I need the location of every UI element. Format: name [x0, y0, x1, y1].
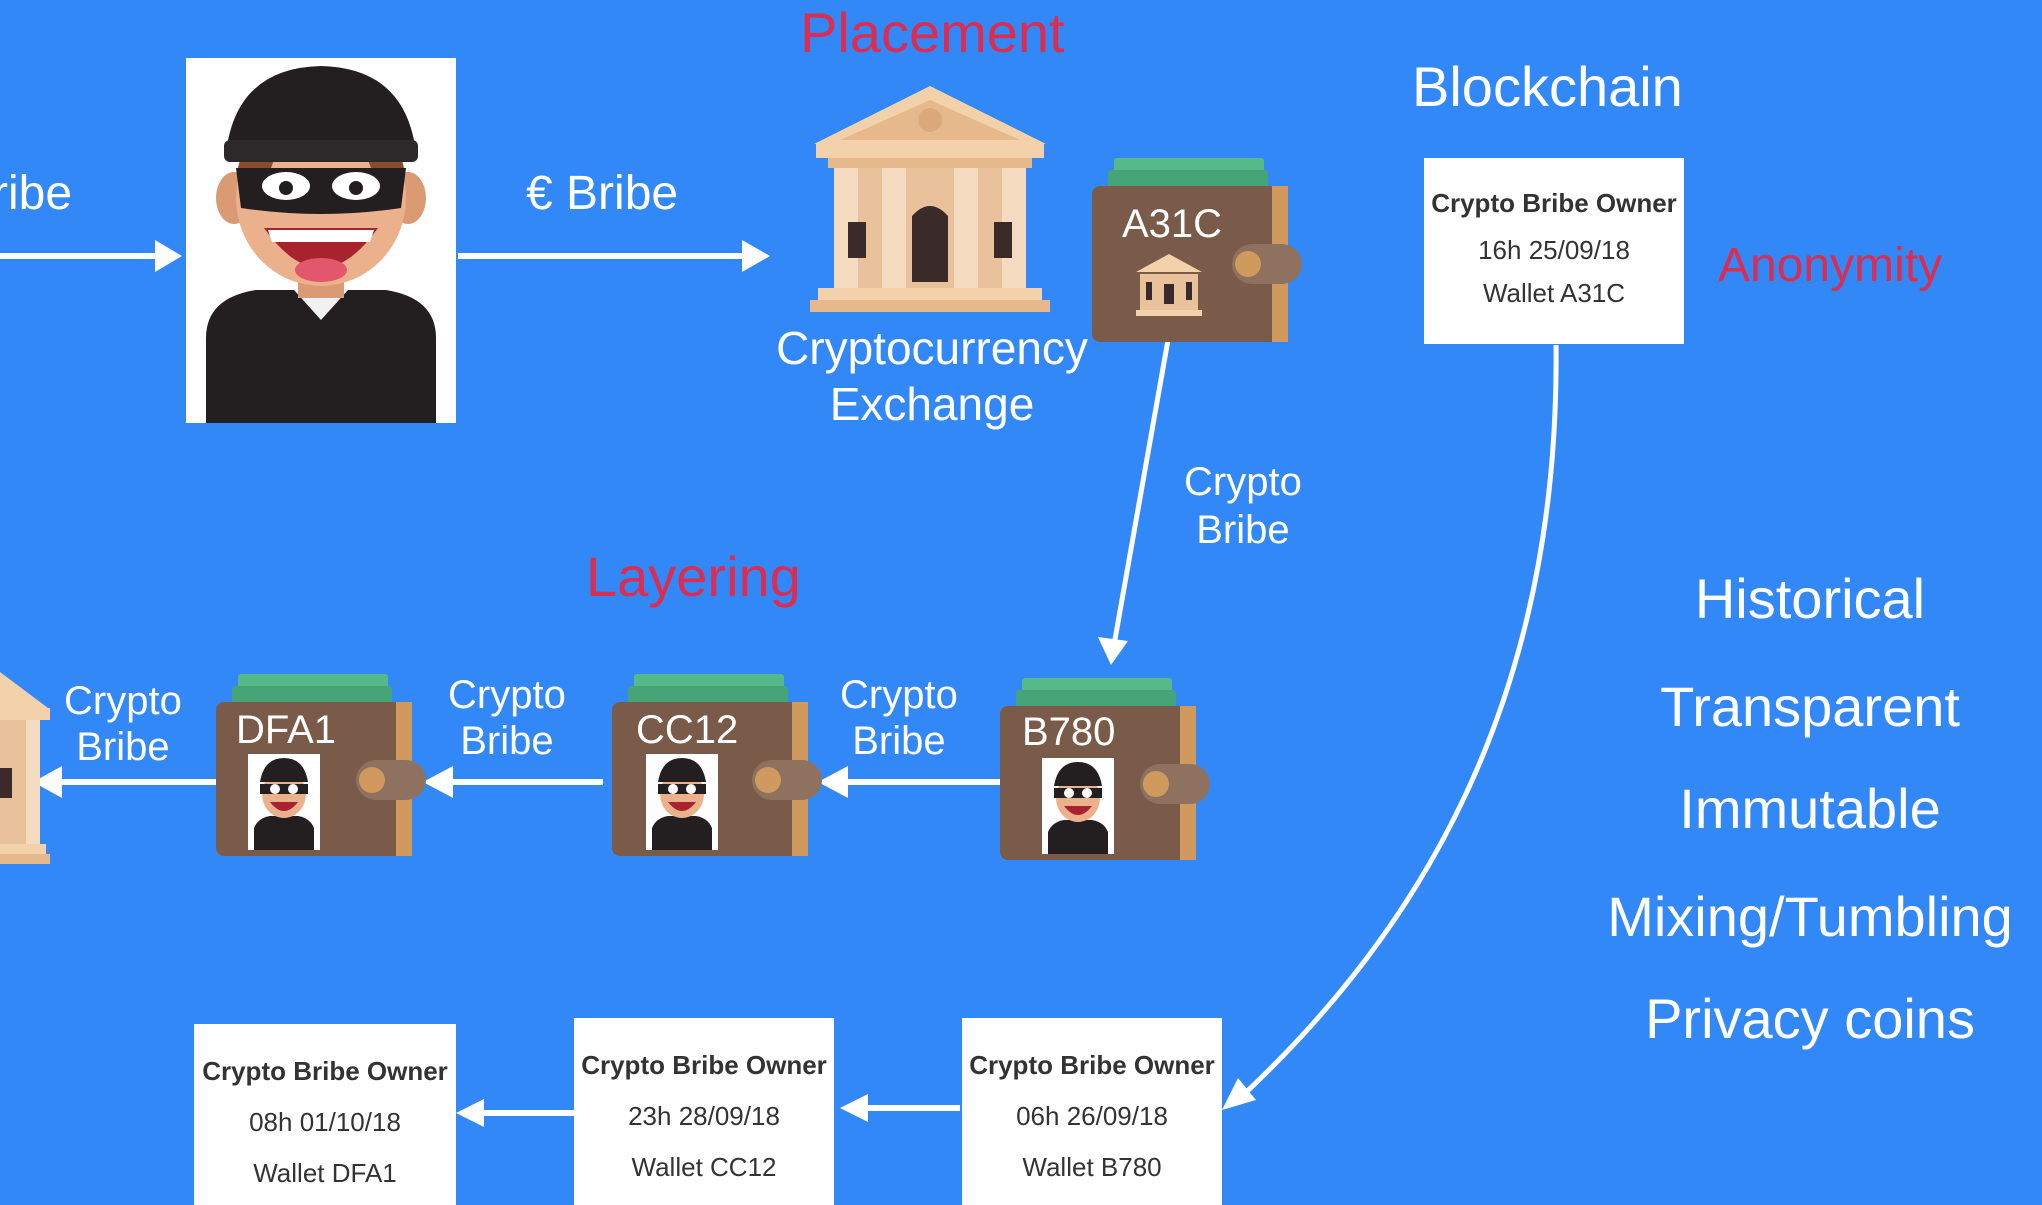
- card-title: Crypto Bribe Owner: [969, 1050, 1215, 1080]
- wallet-cc12-label: CC12: [636, 708, 739, 752]
- card-time: 16h 25/09/18: [1478, 235, 1630, 265]
- wallet-b780: B780: [1000, 676, 1210, 860]
- property-privacy-coins: Privacy coins: [1645, 987, 1975, 1050]
- stage-anonymity: Anonymity: [1718, 239, 1943, 292]
- card-time: 06h 26/09/18: [1016, 1101, 1168, 1131]
- card-wallet: Wallet DFA1: [253, 1158, 397, 1188]
- card-cc12: Crypto Bribe Owner 23h 28/09/18 Wallet C…: [574, 1018, 834, 1205]
- card-wallet: Wallet B780: [1022, 1152, 1162, 1182]
- wallet-dfa1: DFA1: [216, 672, 426, 856]
- exchange-label: Cryptocurrency Exchange: [776, 322, 1088, 430]
- property-transparent: Transparent: [1660, 675, 1960, 738]
- bank-icon: [810, 86, 1050, 312]
- exchange-bank: [810, 82, 1050, 314]
- destination-bank: [0, 668, 52, 864]
- label-crypto-bribe-cc12: Crypto Bribe: [448, 673, 566, 763]
- bank-icon: [1136, 254, 1202, 316]
- stage-placement: Placement: [800, 1, 1065, 64]
- wallet-icon: [612, 674, 822, 856]
- label-euro-bribe: € Bribe: [526, 167, 679, 220]
- wallet-icon: [1092, 158, 1302, 342]
- bank-icon: [0, 672, 50, 864]
- card-time: 23h 28/09/18: [628, 1101, 780, 1131]
- label-bribe-left: Bribe: [0, 167, 73, 220]
- card-time: 08h 01/10/18: [249, 1107, 401, 1137]
- label-crypto-bribe-down: Crypto Bribe: [1184, 460, 1302, 552]
- arrow-a31c-to-b780: [1098, 339, 1171, 665]
- card-wallet: Wallet CC12: [631, 1152, 777, 1182]
- card-title: Crypto Bribe Owner: [202, 1056, 448, 1086]
- wallet-cc12: CC12: [612, 672, 822, 856]
- thief-icon: [1048, 762, 1108, 854]
- wallet-a31c: A31C: [1092, 156, 1302, 342]
- arrow-to-thief: [0, 240, 182, 272]
- thief-portrait: [186, 58, 456, 423]
- wallet-a31c-label: A31C: [1122, 202, 1223, 246]
- arrow-b780-to-cc12: [818, 766, 1000, 798]
- arrow-dfa1-to-bank: [33, 766, 218, 798]
- property-mixing: Mixing/Tumbling: [1607, 885, 2013, 948]
- thief-icon: [254, 758, 314, 850]
- arrow-to-exchange: [458, 240, 770, 272]
- wallet-icon: [1000, 678, 1210, 860]
- arrow-card-cc12-to-dfa1: [456, 1099, 574, 1127]
- thief-icon: [652, 758, 712, 850]
- arrow-card-b780-to-cc12: [840, 1094, 960, 1122]
- property-historical: Historical: [1694, 567, 1926, 630]
- label-crypto-bribe-b780: Crypto Bribe: [840, 673, 958, 763]
- arrow-cc12-to-dfa1: [423, 766, 603, 798]
- thief-icon: [206, 66, 436, 423]
- card-b780: Crypto Bribe Owner 06h 26/09/18 Wallet B…: [962, 1018, 1222, 1205]
- card-wallet: Wallet A31C: [1482, 278, 1626, 308]
- blockchain-title: Blockchain: [1412, 55, 1683, 118]
- wallet-icon: [216, 674, 426, 856]
- card-title: Crypto Bribe Owner: [581, 1050, 827, 1080]
- card-a31c: Crypto Bribe Owner 16h 25/09/18 Wallet A…: [1424, 158, 1684, 344]
- card-title: Crypto Bribe Owner: [1431, 188, 1677, 218]
- property-immutable: Immutable: [1679, 777, 1941, 840]
- wallet-b780-label: B780: [1022, 710, 1116, 754]
- card-dfa1: Crypto Bribe Owner 08h 01/10/18 Wallet D…: [194, 1024, 456, 1205]
- blockchain-curve-arrow: [1222, 344, 1559, 1110]
- stage-layering: Layering: [586, 545, 801, 608]
- wallet-dfa1-label: DFA1: [236, 708, 337, 752]
- label-crypto-bribe-dfa1: Crypto Bribe: [64, 679, 182, 769]
